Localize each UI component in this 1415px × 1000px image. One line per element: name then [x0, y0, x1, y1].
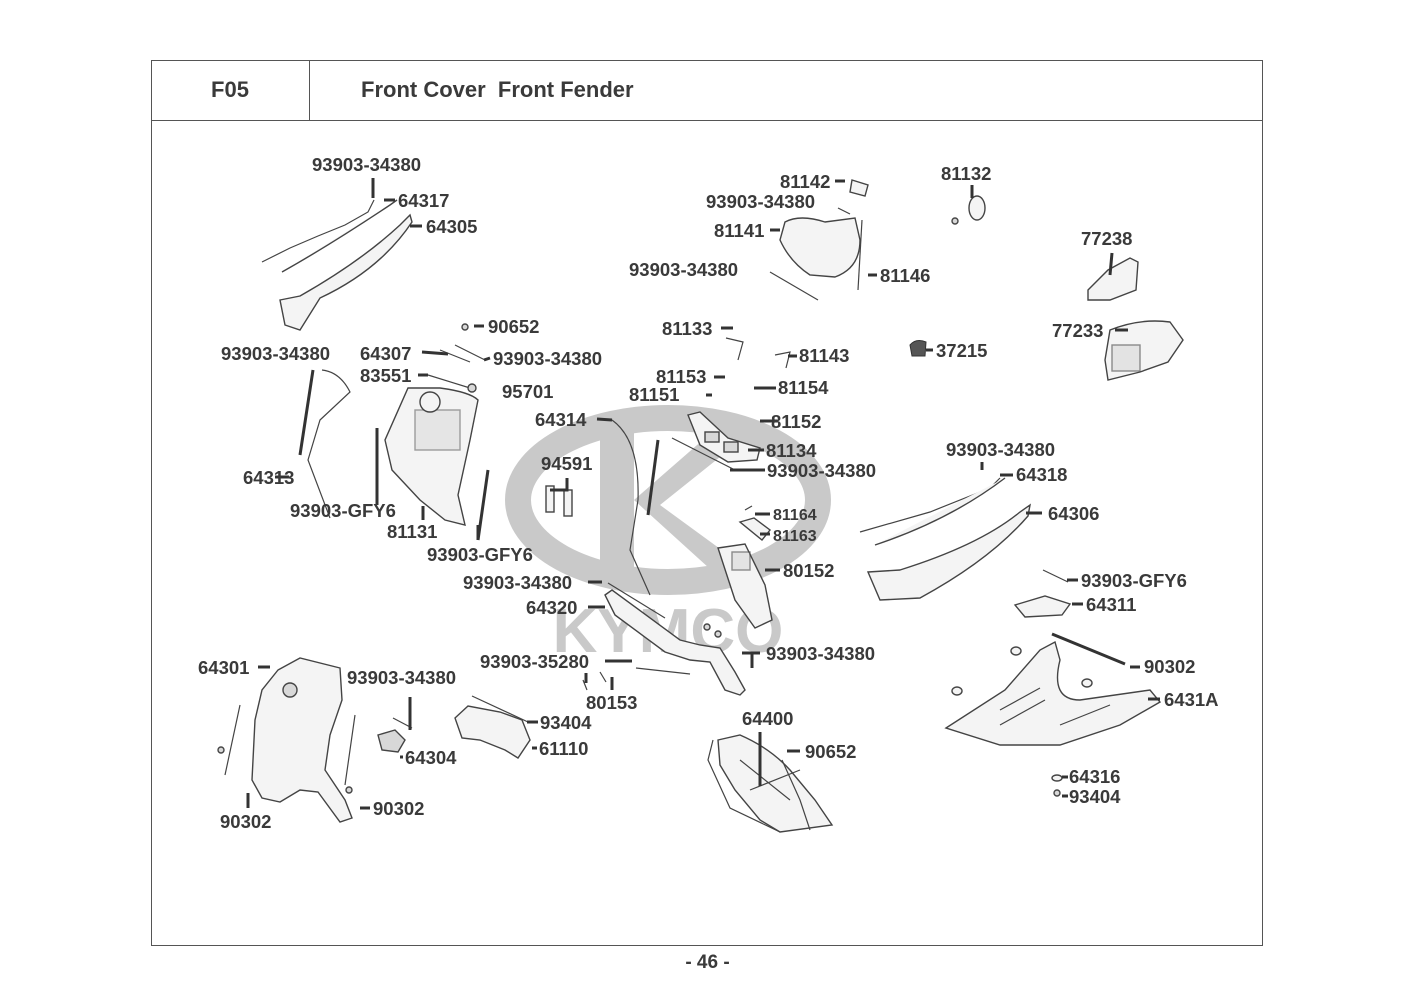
callout-label: 37215: [936, 340, 987, 361]
callout-label: 81146: [880, 265, 930, 286]
part-64305-inner-trim: [261, 199, 413, 331]
callout-label: 93903-GFY6: [290, 500, 396, 521]
callout-label: 64314: [535, 409, 587, 430]
callout-label: 93903-34380: [946, 439, 1055, 460]
callout-label: 83551: [360, 365, 411, 386]
callout-label: 81133: [662, 318, 712, 339]
callout-label: 93903-34380: [463, 572, 572, 593]
part-64301-front-cover: [217, 657, 356, 823]
callout-label: 81163: [773, 528, 817, 545]
part-64311-plate: [1013, 595, 1072, 618]
part-64304-emblem: [377, 729, 406, 753]
part-37215-cap: [909, 340, 927, 357]
part-64314-rail: [611, 419, 651, 596]
callout-label: 93903-35280: [480, 651, 589, 672]
part-81131-inner-box: [375, 387, 490, 541]
callout-label: 80152: [783, 560, 834, 581]
callout-label: 93903-GFY6: [427, 544, 533, 565]
part-94591-clip: [545, 485, 555, 513]
callout-label: 81153: [656, 366, 706, 387]
callout-label: 64313: [243, 467, 294, 488]
leader-lines: [246, 178, 1160, 810]
section-code: F05: [151, 60, 310, 121]
part-6431A-floor-frame: [944, 632, 1162, 746]
callout-label: 81131: [387, 521, 437, 542]
callout-label: 93903-34380: [767, 460, 876, 481]
callout-label: 64316: [1069, 766, 1120, 787]
callout-label: 64311: [1086, 594, 1136, 615]
page-title: Front Cover Front Fender: [310, 60, 1263, 121]
page-number: - 46 -: [685, 952, 730, 973]
part-64400-lower-cover: [707, 734, 834, 833]
callout-label: 61110: [539, 738, 588, 759]
part-81134-switch-panel: [671, 337, 791, 471]
callout-label: 90652: [805, 741, 856, 762]
callout-label: 64306: [1048, 503, 1099, 524]
callout-label: 81151: [629, 384, 679, 405]
callout-label: 64320: [526, 597, 577, 618]
callout-label: 81132: [941, 163, 991, 184]
callout-label: 64317: [398, 190, 449, 211]
callout-label: 93903-GFY6: [1081, 570, 1187, 591]
callout-label: 93903-34380: [629, 259, 738, 280]
callout-label: 81164: [773, 507, 817, 524]
part-callouts: 93903-34380 64317 64305 90652 64307 9390…: [198, 154, 1219, 832]
callout-label: 93903-34380: [347, 667, 456, 688]
part-64320-inner-bracket: [582, 582, 746, 696]
callout-label: 90302: [1144, 656, 1195, 677]
callout-label: 95701: [502, 381, 553, 402]
callout-label: 93903-34380: [706, 191, 815, 212]
callout-label: 81143: [799, 345, 849, 366]
callout-label: 81142: [780, 171, 830, 192]
callout-label: 81154: [778, 377, 829, 398]
diagram-frame: [151, 60, 1263, 946]
part-77238-lock-housing: [1087, 257, 1184, 381]
callout-label: 80153: [586, 692, 637, 713]
part-64313-rail: [298, 369, 351, 519]
part-64306-side-cover: [859, 477, 1031, 601]
callout-label: 90302: [220, 811, 271, 832]
callout-label: 81134: [766, 440, 817, 461]
callout-label: 93903-34380: [493, 348, 602, 369]
part-81141-meter-cover: [769, 179, 869, 301]
part-81132-knob: [968, 195, 986, 221]
callout-label: 64305: [426, 216, 477, 237]
callout-label: 64400: [742, 708, 793, 729]
callout-label: 77238: [1081, 228, 1132, 249]
callout-label: 64304: [405, 747, 457, 768]
callout-label: 64301: [198, 657, 249, 678]
callout-label: 81152: [771, 411, 821, 432]
part-61110-front-fender: [454, 695, 531, 759]
callout-label: 93404: [1069, 786, 1121, 807]
callout-label: 93903-34380: [766, 643, 875, 664]
callout-label: 94591: [541, 453, 592, 474]
callout-label: 90302: [373, 798, 424, 819]
callout-label: 93903-34380: [312, 154, 421, 175]
callout-label: 77233: [1052, 320, 1103, 341]
callout-label: 90652: [488, 316, 539, 337]
callout-label: 93404: [540, 712, 592, 733]
callout-label: 64307: [360, 343, 411, 364]
callout-label: 64318: [1016, 464, 1067, 485]
callout-label: 93903-34380: [221, 343, 330, 364]
callout-label: 6431A: [1164, 689, 1219, 710]
callout-label: 81141: [714, 220, 764, 241]
